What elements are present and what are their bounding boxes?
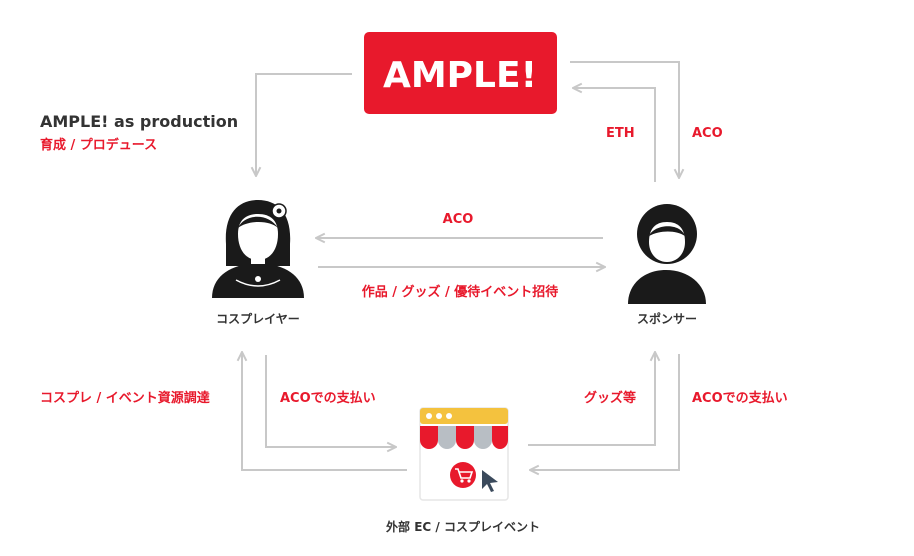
flow-aco-to-cosplayer-label: ACO bbox=[443, 212, 474, 227]
flow-goods-label: グッズ等 bbox=[584, 390, 636, 406]
arrow-ample-aco-to-sponsor bbox=[570, 61, 679, 178]
arrow-sponsor-pay-to-shop bbox=[530, 354, 680, 470]
cosplayer-label: コスプレイヤー bbox=[216, 311, 300, 326]
arrow-shop-goods-to-sponsor bbox=[528, 352, 655, 446]
cosplayer-woman-icon bbox=[212, 200, 304, 298]
cursor-pointer-icon bbox=[482, 470, 498, 492]
production-title: AMPLE! as production bbox=[40, 112, 238, 131]
sponsor-person-icon bbox=[628, 204, 706, 304]
flow-works-label: 作品 / グッズ / 優待イベント招待 bbox=[362, 284, 559, 300]
ample-brand-box: AMPLE! bbox=[364, 32, 557, 114]
sponsor-label: スポンサー bbox=[637, 311, 697, 326]
production-subtitle: 育成 / プロデュース bbox=[40, 137, 157, 153]
arrow-shop-resources-to-cosplayer bbox=[242, 352, 407, 471]
flow-cosplayer-aco-payment-label: ACOでの支払い bbox=[280, 390, 376, 406]
flow-aco-top-label: ACO bbox=[692, 126, 723, 141]
flow-sponsor-aco-payment-label: ACOでの支払い bbox=[692, 390, 788, 406]
arrow-sponsor-eth-to-ample bbox=[573, 88, 656, 182]
ample-brand-text: AMPLE! bbox=[383, 55, 537, 96]
arrow-ample-to-cosplayer bbox=[256, 73, 352, 176]
arrow-cosplayer-pay-to-shop bbox=[265, 355, 396, 447]
flow-cosplay-resources-label: コスプレ / イベント資源調達 bbox=[40, 390, 210, 406]
shop-label: 外部 EC / コスプレイベント bbox=[386, 519, 540, 534]
flow-eth-label: ETH bbox=[606, 126, 635, 141]
cart-icon bbox=[450, 462, 476, 488]
